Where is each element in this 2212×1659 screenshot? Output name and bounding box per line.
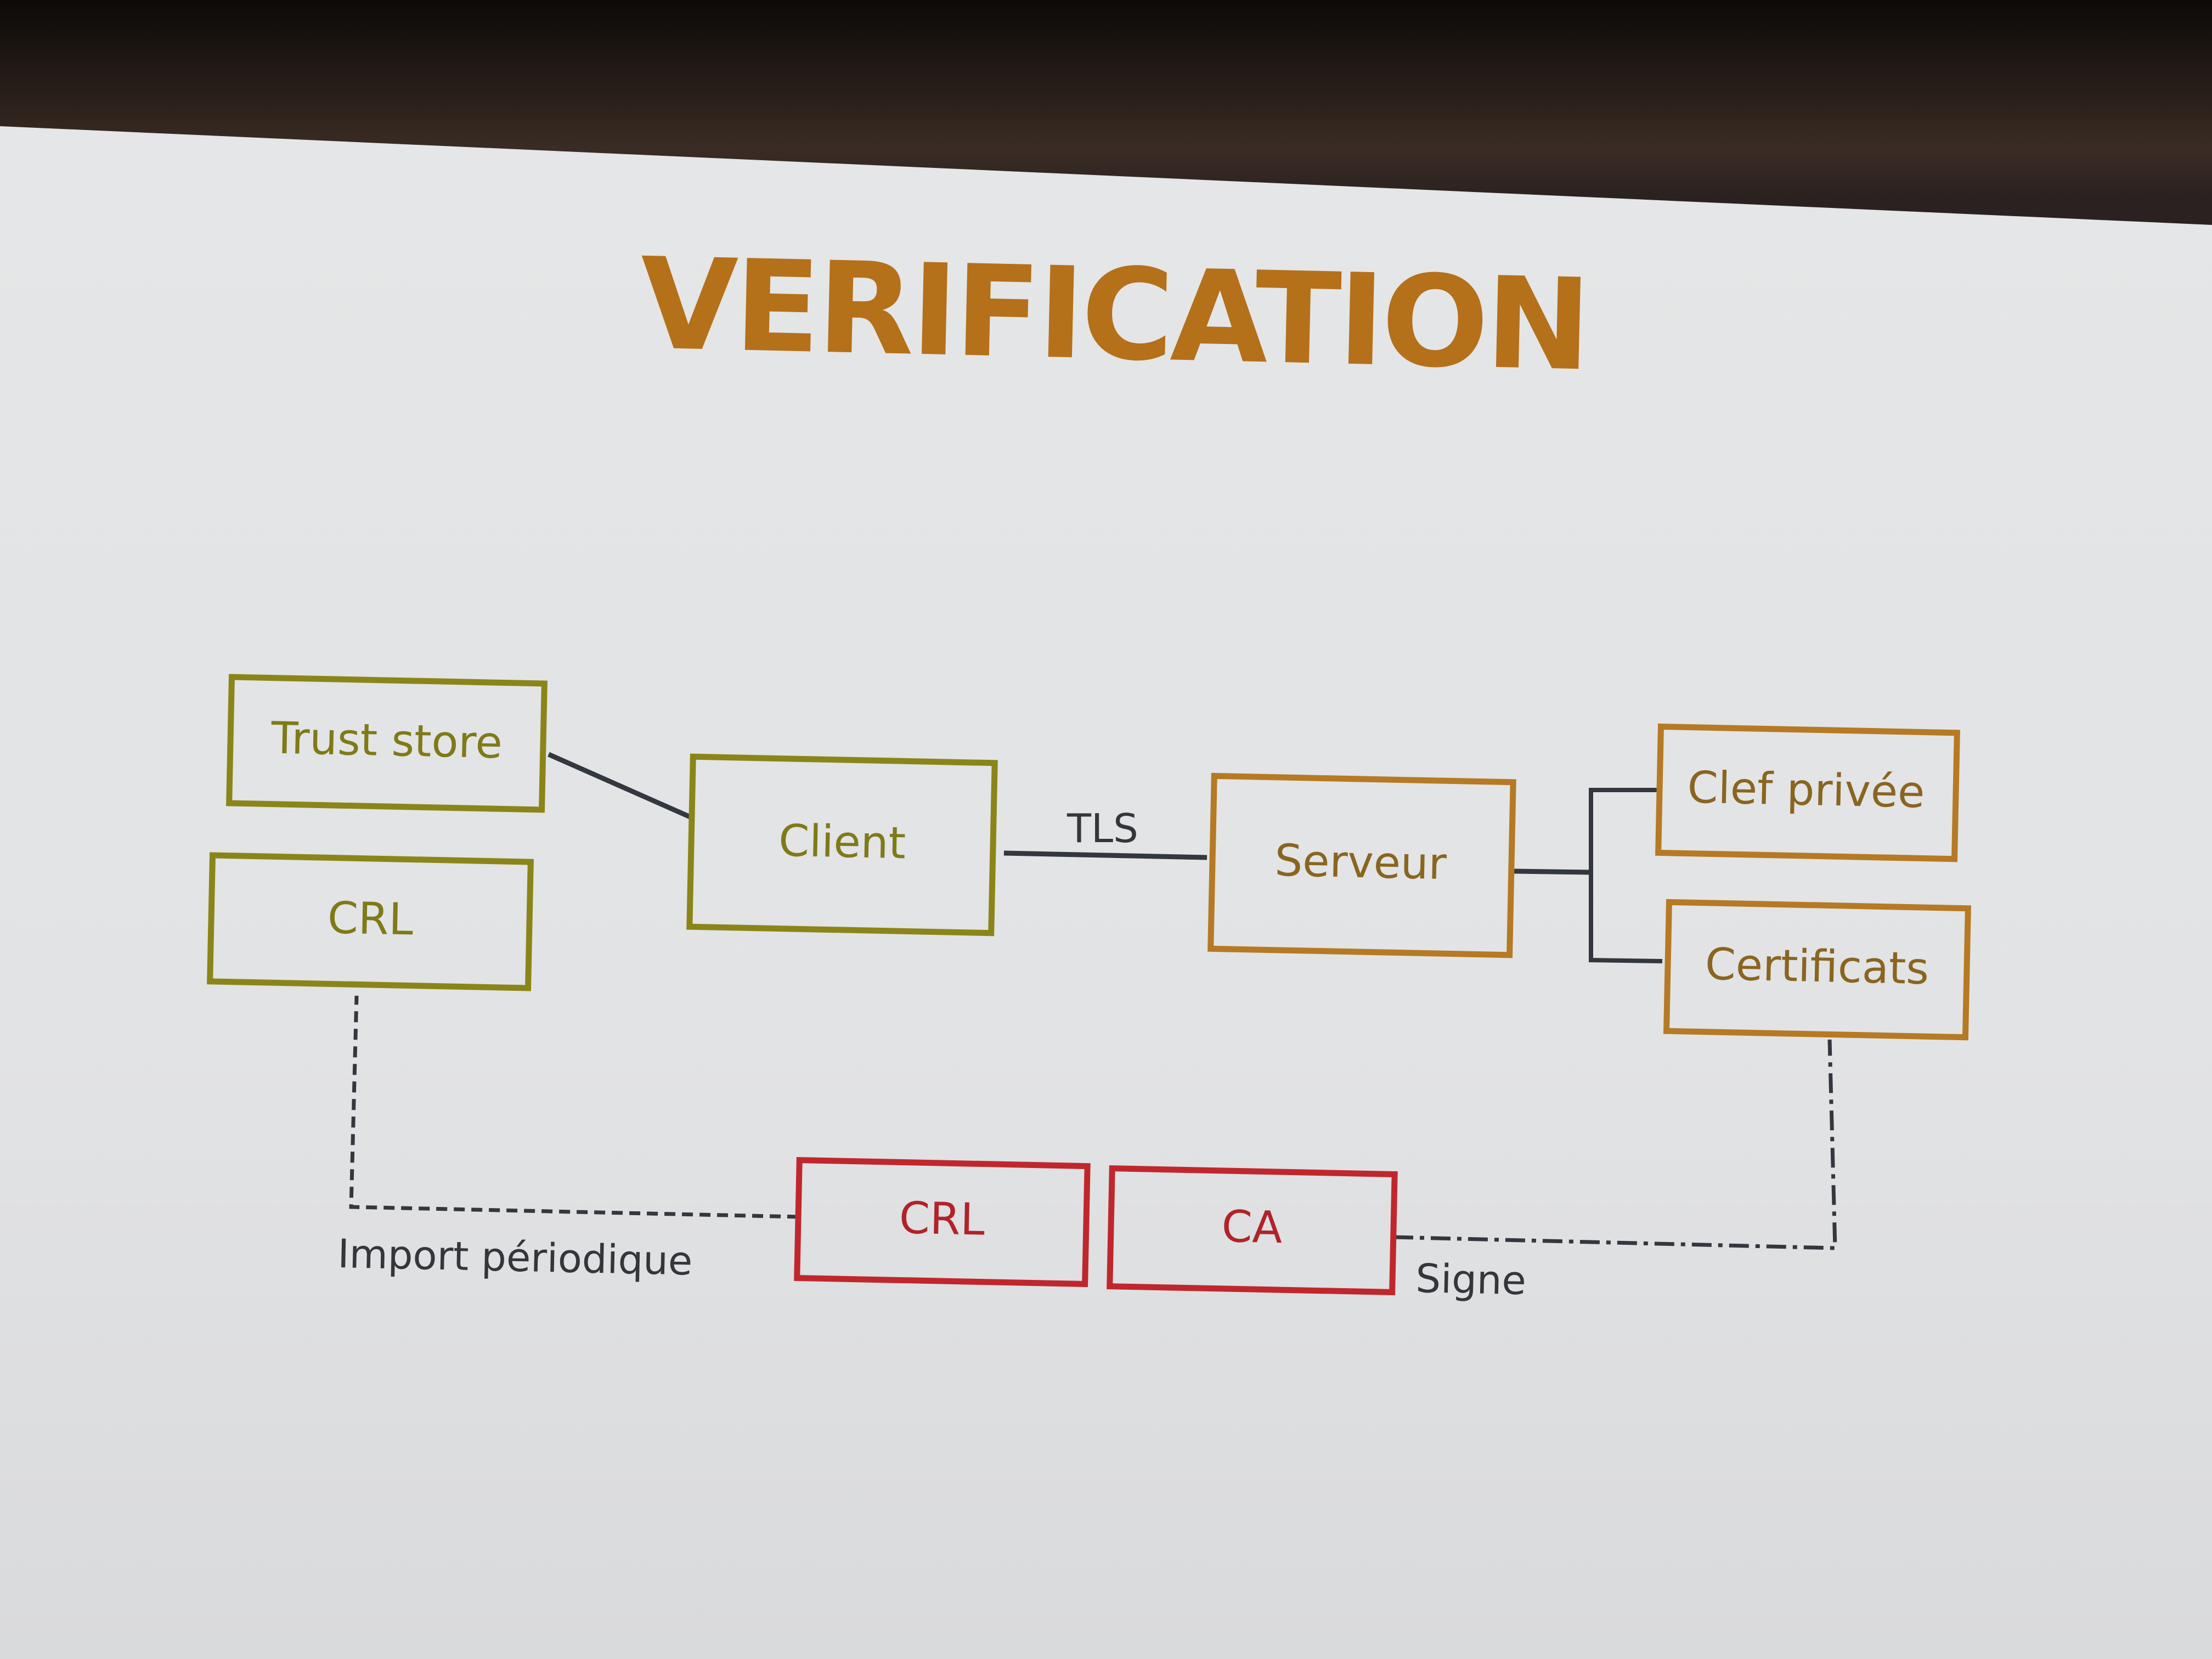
serveur-label: Serveur (1274, 835, 1447, 890)
node-client: Client (686, 753, 998, 936)
import-label: Import périodique (337, 1231, 693, 1284)
import-connector (349, 995, 799, 1219)
bracket-to-serveur-arrow (1514, 868, 1592, 875)
node-crl-ca: CRL (794, 1156, 1091, 1288)
node-clef-privee: Clef privée (1655, 723, 1960, 862)
client-to-trust-store-arrow (548, 752, 692, 820)
node-certificats: Certificats (1663, 899, 1971, 1041)
clef-privee-connector (1589, 788, 1663, 963)
ca-label: CA (1221, 1201, 1283, 1253)
trust-store-label: Trust store (270, 713, 503, 769)
node-serveur: Serveur (1207, 772, 1516, 958)
tls-label: TLS (1066, 805, 1138, 851)
signe-label: Signe (1415, 1255, 1527, 1304)
crl-ca-label: CRL (899, 1192, 985, 1245)
slide-title: VERIFICATION (639, 231, 1590, 399)
crl-client-label: CRL (327, 892, 414, 945)
node-trust-store: Trust store (226, 674, 548, 813)
node-crl-client: CRL (207, 852, 534, 991)
certificats-label: Certificats (1705, 939, 1929, 995)
clef-privee-label: Clef privée (1687, 761, 1925, 817)
client-label: Client (778, 815, 906, 869)
slide-surface (0, 126, 2212, 1659)
tls-arrow (1003, 850, 1207, 860)
node-ca: CA (1107, 1165, 1398, 1296)
